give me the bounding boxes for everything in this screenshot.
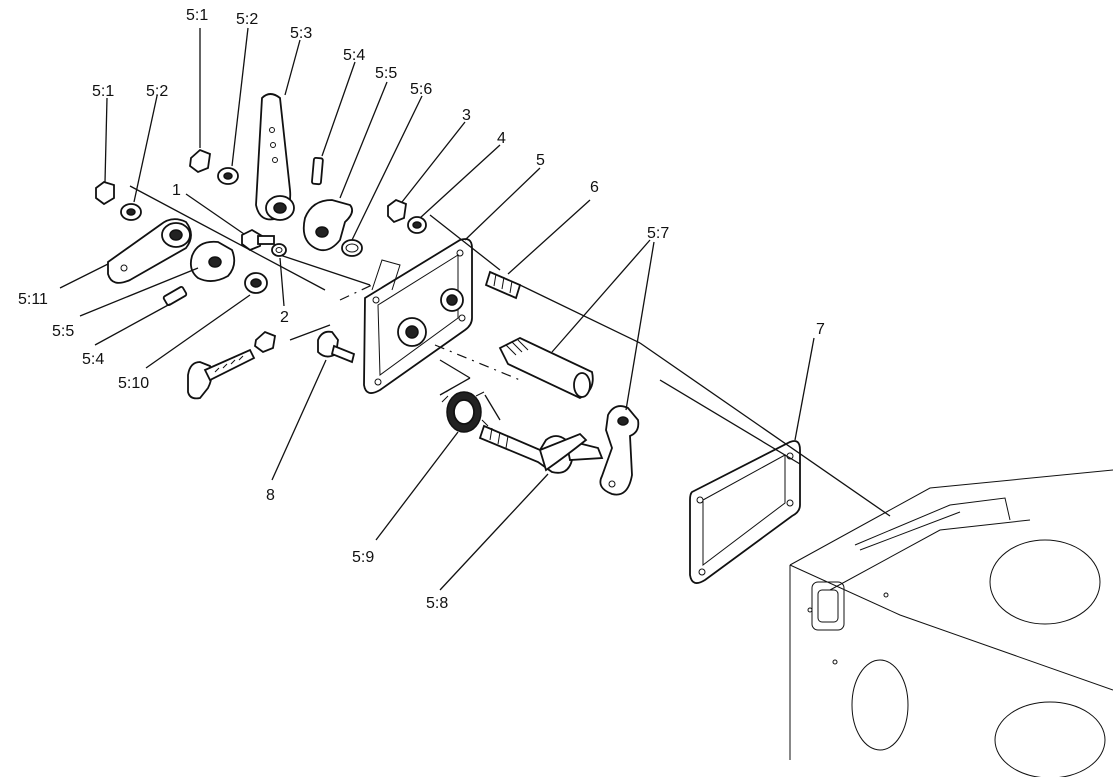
lower-lever-assembly xyxy=(95,181,287,306)
label-6: 6 xyxy=(590,179,599,196)
leader-lines xyxy=(59,27,815,591)
label-1: 1 xyxy=(172,182,181,199)
label-5-11: 5:11 xyxy=(18,291,48,308)
gear-crank xyxy=(441,387,604,474)
label-5-8: 5:8 xyxy=(426,595,448,612)
splined-shaft xyxy=(498,336,594,400)
label-5-4-left: 5:4 xyxy=(82,351,104,368)
label-8: 8 xyxy=(266,487,275,504)
label-5-6: 5:6 xyxy=(410,81,432,98)
label-5-3: 5:3 xyxy=(290,25,312,42)
label-7: 7 xyxy=(816,321,825,338)
label-5-7: 5:7 xyxy=(647,225,669,242)
label-5-10: 5:10 xyxy=(118,375,149,392)
label-4: 4 xyxy=(497,130,506,147)
label-2: 2 xyxy=(280,309,289,326)
label-3: 3 xyxy=(462,107,471,124)
label-5-2-left: 5:2 xyxy=(146,83,168,100)
arm-lever xyxy=(599,405,640,496)
right-fasteners xyxy=(387,198,522,300)
label-5-5-left: 5:5 xyxy=(52,323,74,340)
label-5-2-top: 5:2 xyxy=(236,11,258,28)
upper-lever-assembly xyxy=(189,93,295,221)
label-5-1-top: 5:1 xyxy=(186,7,208,24)
label-5-1-left: 5:1 xyxy=(92,83,114,100)
part-labels: 5:1 5:2 5:3 5:4 5:5 5:6 3 4 5 6 5:7 7 5:… xyxy=(18,7,825,612)
label-5-5-top: 5:5 xyxy=(375,65,397,82)
gasket xyxy=(689,440,801,584)
engine-block xyxy=(789,469,1113,777)
bolt xyxy=(317,330,356,364)
adjusting-screw xyxy=(187,330,277,400)
label-5: 5 xyxy=(536,152,545,169)
housing-cover-plate xyxy=(363,238,473,394)
label-5-4-top: 5:4 xyxy=(343,47,365,64)
label-5-9: 5:9 xyxy=(352,549,374,566)
upper-pin-cam xyxy=(302,156,363,257)
